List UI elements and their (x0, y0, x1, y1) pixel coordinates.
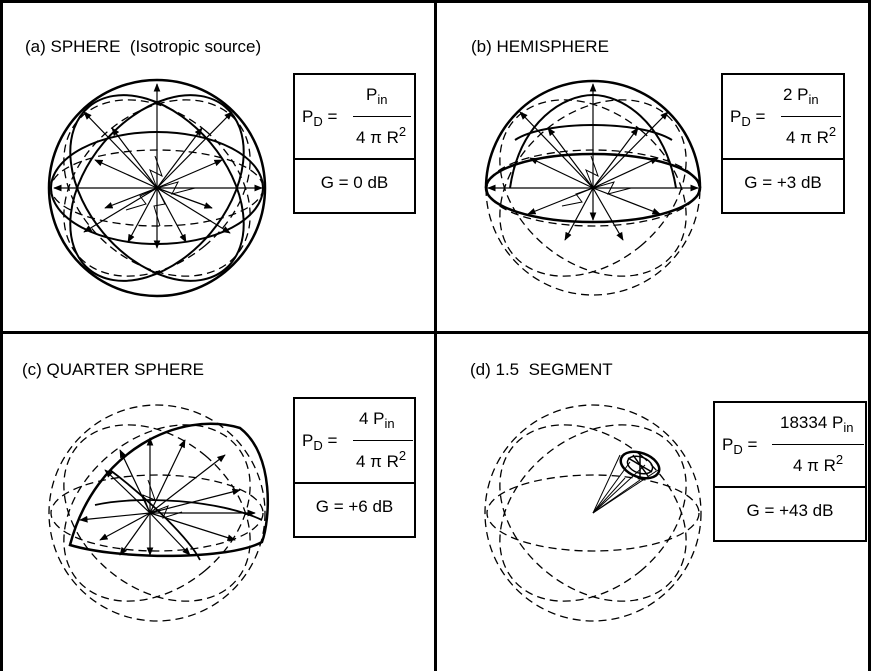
vertical-divider (434, 0, 437, 671)
panel-a-power-density: PD = Pin 4 π R2 (295, 75, 414, 160)
panel-c-quarter-sphere (48, 404, 270, 622)
panel-c-lhs: PD = (302, 431, 338, 454)
panel-d-fraction-bar (772, 444, 864, 445)
panel-c-numerator: 4 Pin (359, 409, 395, 432)
panel-b-fraction-bar (781, 116, 841, 117)
panel-b-denominator: 4 π R2 (786, 124, 837, 147)
panel-c-title: (c) QUARTER SPHERE (22, 360, 204, 379)
panel-b-formula-box: PD = 2 Pin 4 π R2 G = +3 dB (721, 73, 845, 214)
panel-b-lhs: PD = (730, 107, 766, 130)
panel-d-segment (484, 404, 702, 622)
panel-d-gain: G = +43 dB (746, 501, 834, 520)
panel-a-title: (a) SPHERE (Isotropic source) (25, 37, 262, 56)
panel-c-power-density: PD = 4 Pin 4 π R2 (295, 399, 414, 484)
panel-c-formula-box: PD = 4 Pin 4 π R2 G = +6 dB (293, 397, 416, 538)
panel-d-lhs: PD = (722, 435, 758, 458)
panel-b-numerator: 2 Pin (783, 85, 819, 108)
panel-b-hemisphere (484, 79, 702, 296)
panel-a-lhs: PD = (302, 107, 338, 130)
panel-d-title: (d) 1.5 SEGMENT (470, 360, 613, 379)
panel-d-denominator: 4 π R2 (793, 452, 844, 475)
panel-a-sphere (47, 78, 267, 298)
panel-a-formula-box: PD = Pin 4 π R2 G = 0 dB (293, 73, 416, 214)
panel-b-gain: G = +3 dB (744, 173, 822, 192)
panel-a-fraction-bar (353, 116, 411, 117)
panel-c-gain: G = +6 dB (315, 497, 394, 516)
panel-a-gain: G = 0 dB (320, 173, 389, 192)
panel-c-fraction-bar (353, 440, 413, 441)
panel-d-power-density: PD = 18334 Pin 4 π R2 (715, 403, 865, 488)
panel-a-numerator: Pin (366, 85, 388, 108)
panel-a-denominator: 4 π R2 (356, 124, 407, 147)
panel-d-formula-box: PD = 18334 Pin 4 π R2 G = +43 dB (713, 401, 867, 542)
panel-b-title: (b) HEMISPHERE (471, 37, 609, 56)
panel-c-denominator: 4 π R2 (356, 448, 407, 471)
panel-d-numerator: 18334 Pin (780, 413, 854, 436)
panel-b-power-density: PD = 2 Pin 4 π R2 (723, 75, 843, 160)
